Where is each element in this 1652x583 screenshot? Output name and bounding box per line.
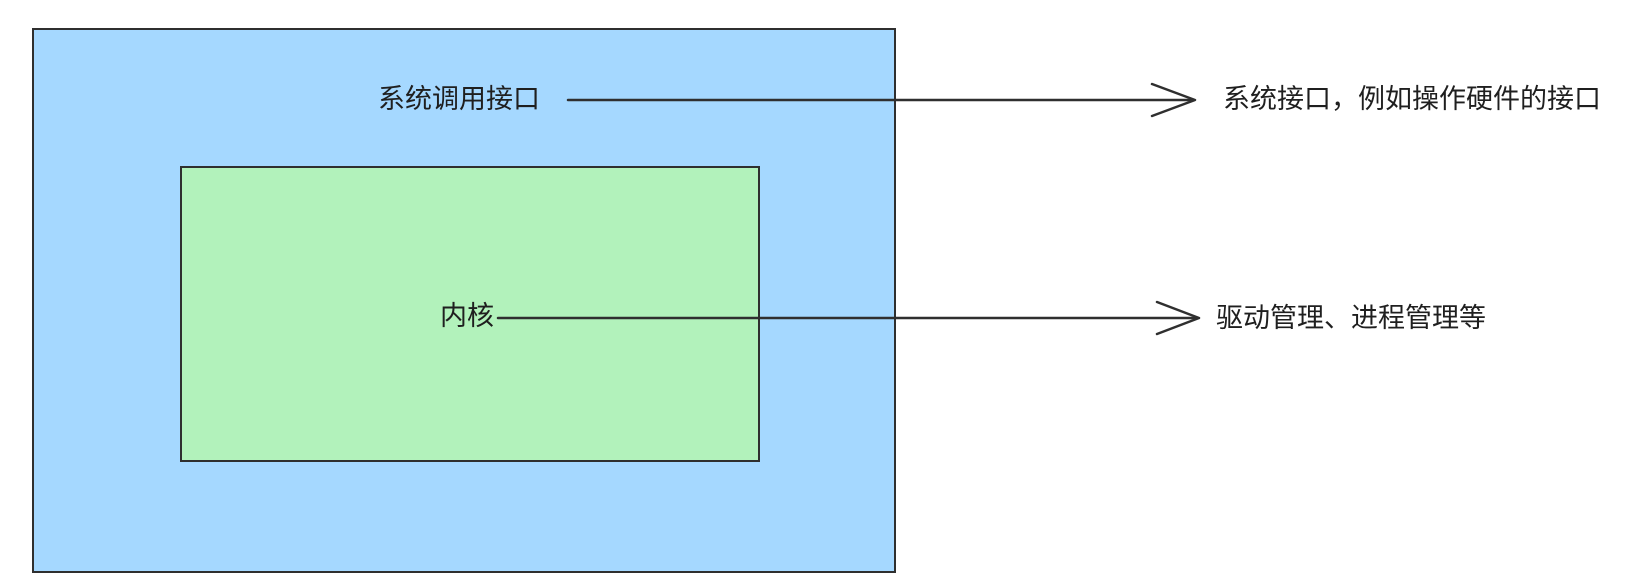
arrow-kernel-head [1155,300,1201,336]
arrow-syscall [566,82,1197,118]
arrow-kernel [496,300,1201,336]
system-call-interface-label: 系统调用接口 [378,84,540,115]
kernel-functions-note-label: 驱动管理、进程管理等 [1216,303,1486,334]
kernel-box [180,166,760,462]
system-interface-note-label: 系统接口，例如操作硬件的接口 [1223,84,1601,115]
arrow-syscall-head [1150,82,1197,118]
kernel-label: 内核 [440,301,494,332]
